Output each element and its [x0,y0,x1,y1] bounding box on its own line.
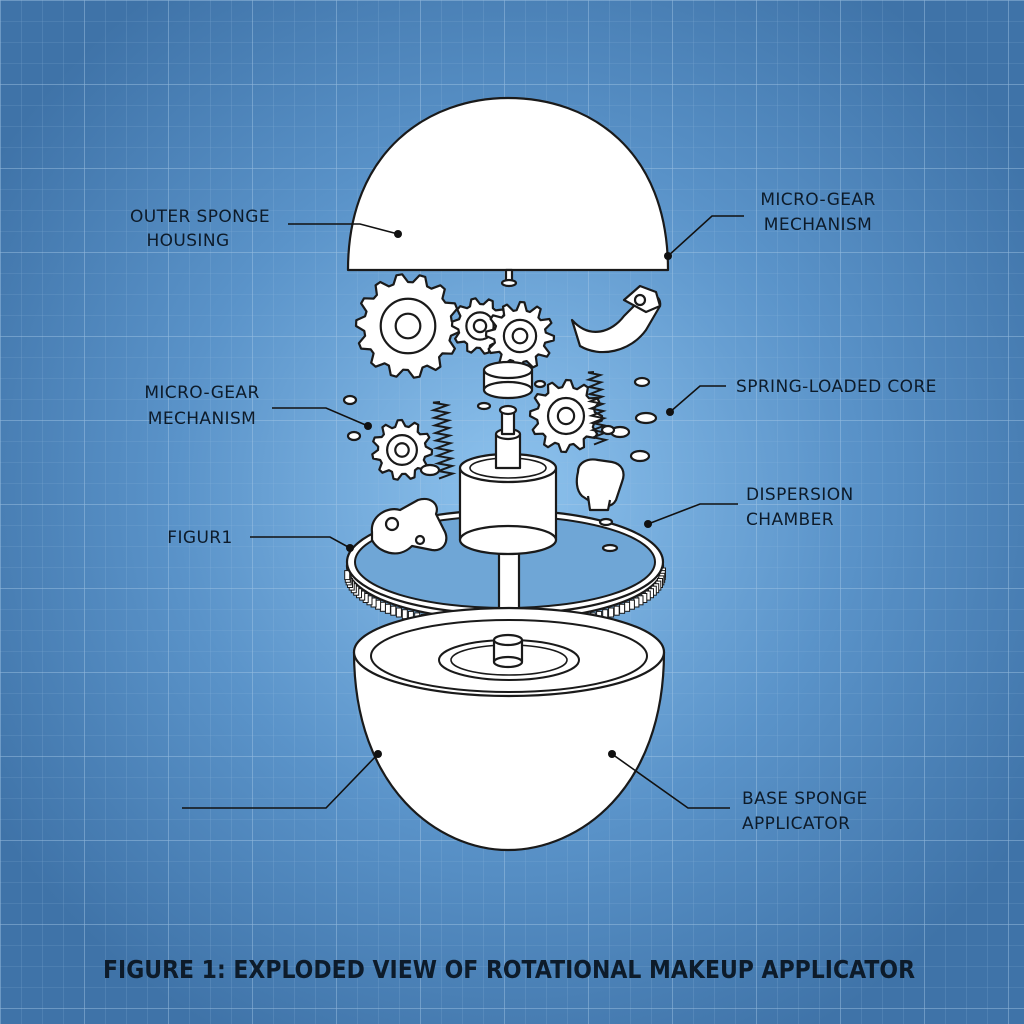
leader-dispersion-chamber [647,503,738,525]
label-dispersion-chamber-1: DISPERSION [746,485,854,505]
label-outer-sponge-housing-1: OUTER SPONGE [130,207,270,227]
pointer-dot [374,750,382,758]
pointer-dot [364,422,372,430]
pointer-dot [666,408,674,416]
label-micro-gear-left-2: MECHANISM [148,409,256,429]
washer [342,394,358,406]
labels: OUTER SPONGE HOUSING MICRO-GEAR MECHANIS… [103,190,937,984]
label-micro-gear-left-1: MICRO-GEAR [144,383,259,403]
label-dispersion-chamber-2: CHAMBER [746,510,834,530]
leader-lines [182,215,744,809]
label-spring-loaded-core: SPRING-LOADED CORE [736,377,937,397]
pointer-dot [346,544,354,552]
figure-caption: FIGURE 1: EXPLODED VIEW OF ROTATIONAL MA… [103,955,915,984]
figur1-bracket [370,497,448,555]
washer [633,376,651,388]
label-micro-gear-top-1: MICRO-GEAR [760,190,875,210]
washer [634,411,658,425]
flat-gear [484,300,556,372]
leader-figur1 [250,536,351,549]
curved-gear-bracket [570,284,662,354]
washer [346,430,362,442]
leader-micro-gear-left [272,407,369,427]
washer [533,379,547,389]
washer [419,463,441,477]
label-outer-sponge-housing-2: HOUSING [146,231,229,251]
leader-base-sponge-applicator [611,753,730,809]
dispersion-capsule [575,458,625,553]
base-sponge-applicator [352,606,666,852]
pointer-dot [644,520,652,528]
pointer-dot [608,750,616,758]
leader-base-left [182,753,379,809]
outer-sponge-housing [346,96,670,288]
label-micro-gear-top-2: MECHANISM [764,215,872,235]
gear-cap [482,360,534,400]
leader-spring-loaded-core [669,385,726,413]
spring-left [429,401,457,480]
label-base-sponge-applicator-2: APPLICATOR [742,814,850,834]
leader-outer-sponge-housing [288,223,399,235]
label-figur1: FIGUR1 [167,528,232,548]
leader-micro-gear-top [667,215,744,257]
large-gear [354,273,462,379]
pointer-dot [664,252,672,260]
right-gear [528,378,604,454]
washer [600,424,616,436]
washer [476,401,492,411]
label-base-sponge-applicator-1: BASE SPONGE [742,789,868,809]
washer [629,449,651,463]
pointer-dot [394,230,402,238]
spring-right [585,371,610,446]
left-small-gear [371,418,434,481]
micro-gear-cluster [354,273,604,481]
